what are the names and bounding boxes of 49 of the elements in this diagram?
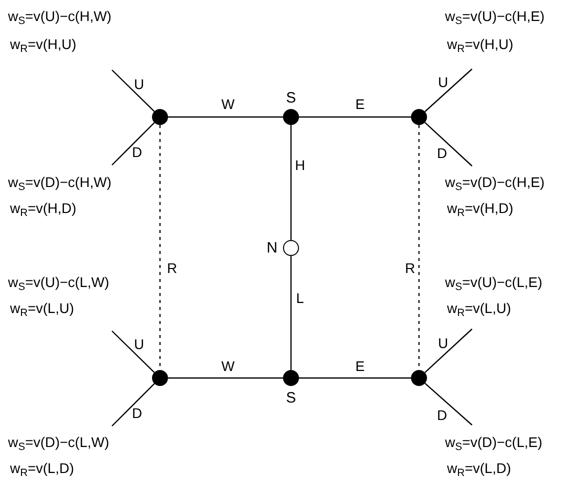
formula-label: w$_{R}$=v(H,D): [10, 200, 76, 218]
formula-label: w$_{S}$=v(U)−c(H,W): [8, 8, 112, 26]
formula-label: w$_{R}$=v(H,U): [447, 36, 514, 54]
line: [112, 330, 155, 373]
line: [424, 68, 472, 112]
line: [299, 377, 411, 379]
edge-label: U: [438, 336, 448, 350]
edge-label: D: [132, 406, 142, 420]
line: [290, 125, 292, 240]
formula-label: w$_{R}$=v(H,U): [10, 36, 76, 54]
edge-label: U: [134, 77, 144, 91]
node-label: S: [286, 390, 296, 406]
line: [112, 70, 155, 112]
edge-label: E: [355, 97, 365, 111]
line: [112, 383, 155, 426]
formula-label: w$_{S}$=v(U)−c(L,W): [8, 274, 110, 292]
node-label: N: [266, 240, 278, 256]
node-label: S: [286, 90, 296, 106]
formula-label: w$_{S}$=v(D)−c(H,E): [445, 174, 545, 192]
edge-label: E: [355, 359, 365, 373]
formula-label: w$_{S}$=v(D)−c(H,W): [8, 174, 112, 192]
edge-label: U: [134, 337, 144, 351]
line: [424, 122, 472, 166]
line: [424, 328, 472, 374]
edge-label: L: [296, 291, 304, 305]
edge-label: D: [436, 146, 448, 160]
edge-label: D: [436, 408, 448, 422]
edge-label: H: [294, 158, 306, 172]
formula-label: w$_{R}$=v(H,D): [447, 200, 514, 218]
line: [168, 377, 283, 379]
formula-label: w$_{S}$=v(U)−c(H,E): [445, 8, 545, 26]
line: [290, 256, 292, 370]
edge-label: R: [166, 261, 178, 275]
formula-label: w$_{R}$=v(L,U): [447, 300, 512, 318]
line: [424, 382, 472, 426]
line: [168, 116, 283, 118]
line: [112, 122, 155, 166]
edge-label: W: [221, 359, 235, 373]
formula-label: w$_{R}$=v(L,D): [10, 460, 74, 478]
edge-label: U: [438, 75, 448, 89]
formula-label: w$_{R}$=v(L,D): [447, 460, 512, 478]
line: [299, 116, 411, 118]
edge-label: D: [132, 145, 142, 159]
formula-label: w$_{R}$=v(L,U): [10, 300, 74, 318]
edge-label: W: [221, 97, 235, 111]
formula-label: w$_{S}$=v(D)−c(L,W): [8, 434, 110, 452]
formula-label: w$_{S}$=v(D)−c(L,E): [445, 434, 542, 452]
formula-label: w$_{S}$=v(U)−c(L,E): [445, 274, 542, 292]
edge-label: R: [404, 261, 416, 275]
